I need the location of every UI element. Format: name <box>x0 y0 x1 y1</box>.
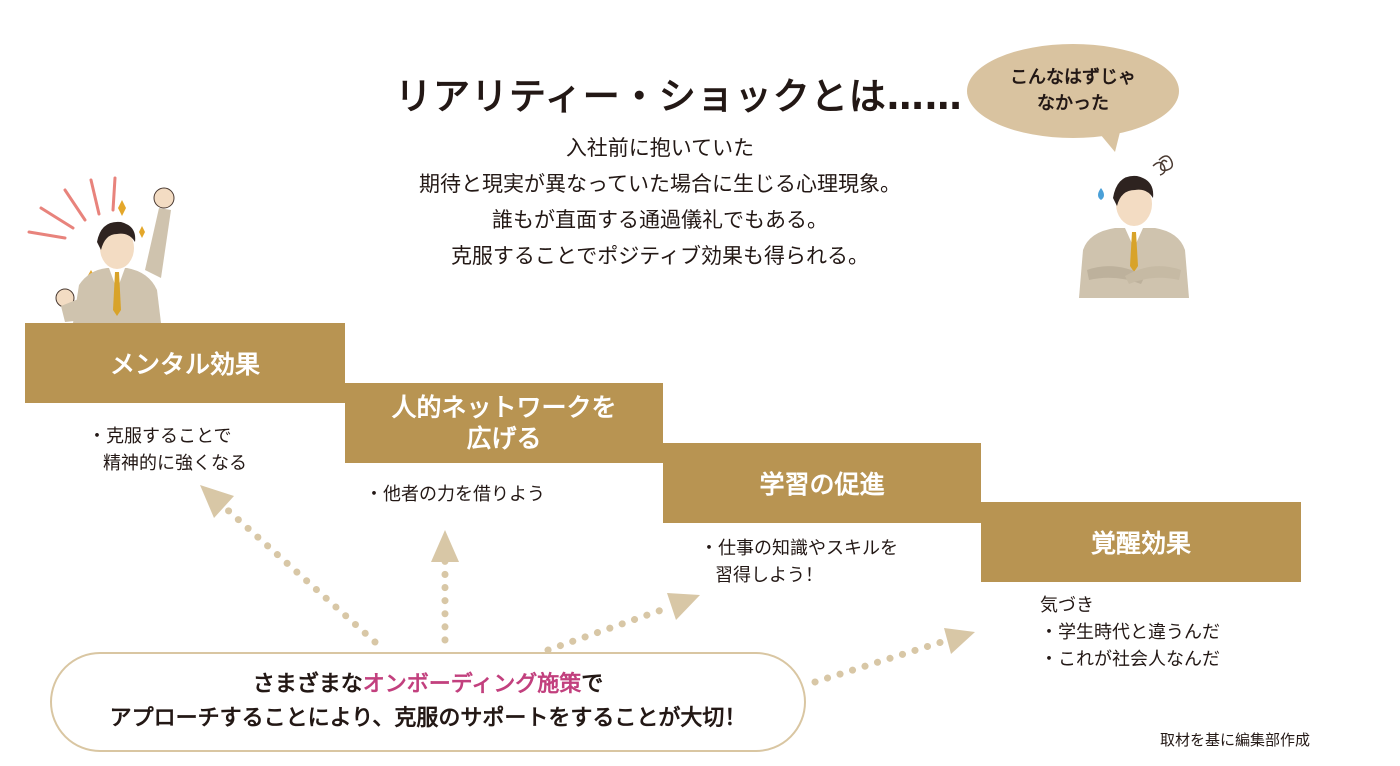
excited-businessman-icon <box>27 176 175 323</box>
callout-line: さまざまなオンボーディング施策で <box>253 668 604 702</box>
note-line: 習得しよう！ <box>715 565 823 586</box>
note-line: ・他者の力を借りよう <box>365 484 545 505</box>
source-credit: 取材を基に編集部作成 <box>1160 731 1311 749</box>
note-line: 精神的に強くなる <box>103 453 247 474</box>
arrowhead-icon <box>200 485 234 518</box>
step-learning: 学習の促進 <box>663 443 981 523</box>
note-line: ・学生時代と違うんだ <box>1040 622 1220 643</box>
speech-bubble: こんなはずじゃ なかった <box>967 44 1179 138</box>
note-line: 気づき <box>1040 595 1094 616</box>
swirl-icon <box>1158 155 1174 172</box>
intro-line: 克服することでポジティブ効果も得られる。 <box>450 244 870 268</box>
arrowhead-icon <box>431 530 459 562</box>
step-awakening: 覚醒効果 <box>981 502 1301 582</box>
speech-bubble-line: こんなはずじゃ <box>1010 67 1136 88</box>
step-label: メンタル効果 <box>109 350 260 379</box>
step-network: 人的ネットワークを 広げる <box>345 383 663 463</box>
step-label: 覚醒効果 <box>1090 529 1191 558</box>
arrowhead-icon <box>667 593 700 620</box>
callout-text: さまざまな <box>252 672 363 697</box>
callout-highlight: オンボーディング施策 <box>362 672 582 697</box>
callout-line: アプローチすることにより、克服のサポートをすることが大切！ <box>109 706 747 731</box>
burst-lines <box>27 176 117 240</box>
intro-line: 期待と現実が異なっていた場合に生じる心理現象。 <box>419 172 901 196</box>
note-line: ・仕事の知識やスキルを <box>700 538 898 559</box>
callout-text: で <box>581 672 604 697</box>
worried-businessman-icon <box>1079 155 1189 298</box>
note-line: ・克服することで <box>88 426 232 447</box>
intro-line: 誰もが直面する通過儀礼でもある。 <box>492 208 828 232</box>
step-note-network: ・他者の力を借りよう <box>365 481 545 508</box>
step-label: 学習の促進 <box>759 470 885 499</box>
speech-bubble-line: なかった <box>1037 93 1109 114</box>
step-note-learning: ・仕事の知識やスキルを 習得しよう！ <box>700 535 898 589</box>
page-title: リアリティー・ショックとは…… <box>395 75 963 118</box>
intro-line: 入社前に抱いていた <box>565 136 755 160</box>
arrow-to-learning <box>544 603 674 654</box>
note-line: ・これが社会人なんだ <box>1040 649 1220 670</box>
step-note-mental: ・克服することで 精神的に強くなる <box>88 423 247 477</box>
speech-bubble-tail <box>1095 128 1121 152</box>
arrowhead-icon <box>944 628 975 654</box>
sweat-drop-icon <box>1098 188 1104 200</box>
step-label: 人的ネットワークを <box>391 393 617 422</box>
step-mental-effect: メンタル効果 <box>25 323 345 403</box>
arrow-to-awakening <box>811 636 952 686</box>
arrow-to-mental <box>218 501 379 646</box>
step-label: 広げる <box>466 424 542 453</box>
onboarding-callout: さまざまなオンボーディング施策で アプローチすることにより、克服のサポートをする… <box>50 652 806 752</box>
intro-text: 入社前に抱いていた 期待と現実が異なっていた場合に生じる心理現象。 誰もが直面す… <box>340 130 980 274</box>
step-note-awakening: 気づき ・学生時代と違うんだ ・これが社会人なんだ <box>1040 592 1220 673</box>
